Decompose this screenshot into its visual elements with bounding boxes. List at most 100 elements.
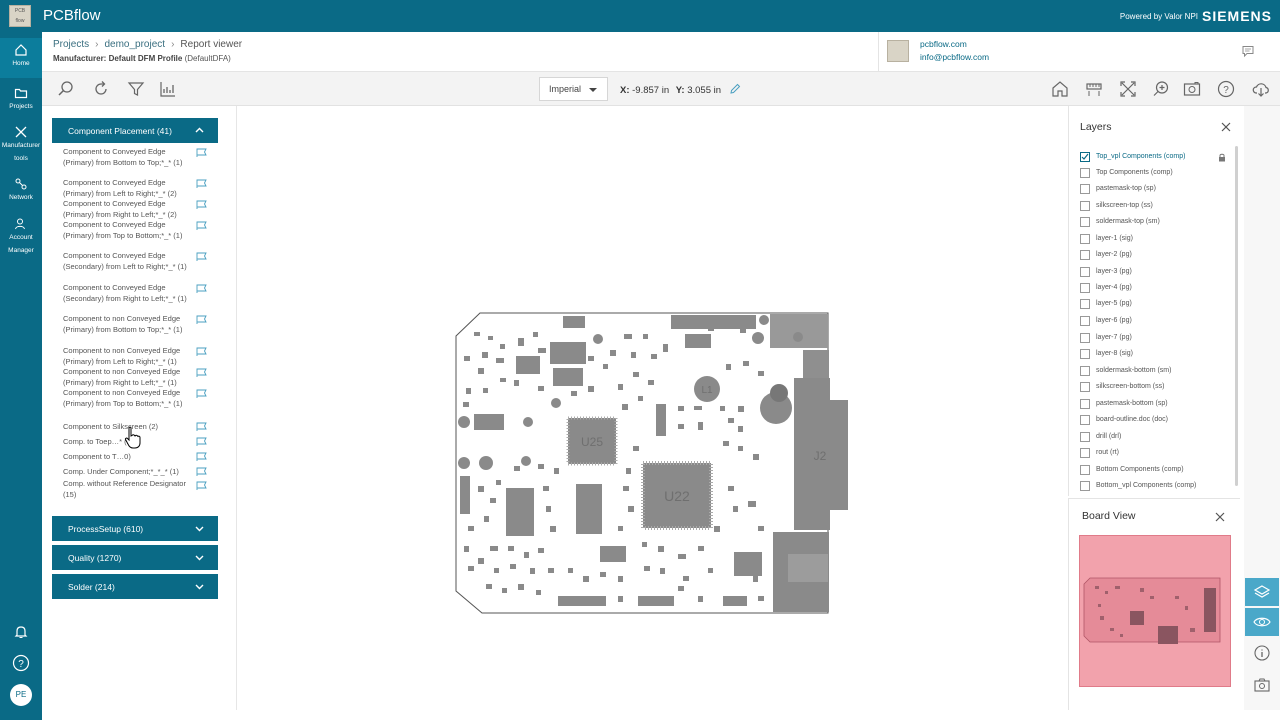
camera-button[interactable]	[1245, 671, 1279, 699]
info-button[interactable]	[1245, 639, 1279, 667]
flag-icon[interactable]	[196, 437, 208, 447]
flag-icon[interactable]	[196, 422, 208, 432]
rule-item[interactable]: Component to non Conveyed Edge (Primary)…	[63, 367, 181, 387]
flag-icon[interactable]	[196, 252, 208, 262]
flag-icon[interactable]	[196, 284, 208, 294]
cloud-download-icon[interactable]	[1252, 80, 1270, 98]
pcbflow-logo[interactable]: PCB flow	[9, 5, 31, 27]
rule-item[interactable]: Component to Conveyed Edge (Secondary) f…	[63, 283, 187, 303]
layer-checkbox[interactable]	[1080, 234, 1090, 244]
layer-checkbox[interactable]	[1080, 217, 1090, 227]
rule-item[interactable]: Comp. without Reference Designator (15)	[63, 479, 186, 499]
filter-icon[interactable]	[127, 80, 145, 98]
snapshot-icon[interactable]	[1183, 80, 1201, 98]
fit-to-screen-icon[interactable]	[1119, 80, 1137, 98]
help-circle-icon[interactable]: ?	[1217, 80, 1235, 98]
breadcrumb-demo-project[interactable]: demo_project	[104, 39, 166, 50]
flag-icon[interactable]	[196, 481, 208, 491]
layer-checkbox[interactable]	[1080, 382, 1090, 392]
pin-header[interactable]	[671, 315, 756, 329]
flag-icon[interactable]	[196, 179, 208, 189]
flag-icon[interactable]	[196, 315, 208, 325]
connector-j2[interactable]	[794, 378, 830, 530]
layer-checkbox[interactable]	[1080, 184, 1090, 194]
nav-account-manager[interactable]: Account Manager	[0, 214, 42, 258]
layers-toggle-button[interactable]	[1245, 578, 1279, 606]
rule-item[interactable]: Component to non Conveyed Edge (Primary)…	[63, 346, 181, 366]
pcb-board-view[interactable]: J2 U25 U22 L1	[238, 106, 1066, 710]
flag-icon[interactable]	[196, 368, 208, 378]
rule-item[interactable]: Comp. to Toep…* (1)	[63, 437, 134, 446]
rule-item[interactable]: Component to Conveyed Edge (Secondary) f…	[63, 251, 187, 271]
category-process-setup[interactable]: ProcessSetup (610)	[52, 516, 218, 541]
layer-checkbox[interactable]	[1080, 168, 1090, 178]
layer-checkbox[interactable]	[1080, 399, 1090, 409]
edit-pencil-icon[interactable]	[729, 83, 741, 95]
lock-icon[interactable]	[1218, 153, 1226, 162]
nav-home[interactable]: Home	[0, 38, 42, 78]
nav-projects[interactable]: Projects	[0, 82, 42, 116]
contact-email-link[interactable]: info@pcbflow.com	[920, 52, 990, 62]
rule-item[interactable]: Component to Silkscreen (2)	[63, 422, 159, 431]
zoom-in-icon[interactable]	[1152, 80, 1170, 98]
visibility-toggle-button[interactable]	[1245, 608, 1279, 636]
rule-item[interactable]: Comp. Under Component;*_*_* (1)	[63, 467, 179, 476]
layer-checkbox[interactable]	[1080, 250, 1090, 260]
chip-u25[interactable]	[566, 416, 618, 466]
chart-icon[interactable]	[159, 80, 177, 98]
layer-checkbox[interactable]	[1080, 465, 1090, 475]
layer-checkbox[interactable]	[1080, 481, 1090, 491]
layer-checkbox[interactable]	[1080, 283, 1090, 293]
board-thumbnail[interactable]	[1079, 535, 1231, 687]
unit-select[interactable]: Imperial	[539, 77, 608, 101]
chat-icon[interactable]	[1241, 44, 1255, 58]
close-icon[interactable]	[1221, 122, 1231, 132]
home-view-icon[interactable]	[1051, 80, 1069, 98]
layer-checkbox[interactable]	[1080, 349, 1090, 359]
header-block[interactable]	[770, 314, 828, 348]
layer-checkbox[interactable]	[1080, 415, 1090, 425]
rule-item[interactable]: Component to Conveyed Edge (Primary) fro…	[63, 178, 177, 198]
breadcrumb-projects[interactable]: Projects	[53, 39, 90, 50]
layer-checkbox[interactable]	[1080, 432, 1090, 442]
layer-checkbox[interactable]	[1080, 448, 1090, 458]
rule-item[interactable]: Component to non Conveyed Edge (Primary)…	[63, 388, 183, 408]
close-icon[interactable]	[1215, 512, 1225, 522]
nav-manufacturer-tools[interactable]: Manufacturer tools	[0, 122, 42, 168]
notifications-button[interactable]	[0, 620, 42, 646]
flag-icon[interactable]	[196, 467, 208, 477]
flag-icon[interactable]	[196, 452, 208, 462]
rule-item[interactable]: Component to Conveyed Edge (Primary) fro…	[63, 147, 183, 167]
layer-checkbox[interactable]	[1080, 299, 1090, 309]
layer-checkbox[interactable]	[1080, 333, 1090, 343]
search-icon[interactable]	[57, 80, 75, 98]
rule-item[interactable]: Component to T…0)	[63, 452, 131, 461]
layer-checkbox[interactable]	[1080, 267, 1090, 277]
layer-checkbox[interactable]	[1080, 201, 1090, 211]
flag-icon[interactable]	[196, 148, 208, 158]
flag-icon[interactable]	[196, 221, 208, 231]
user-avatar[interactable]: PE	[0, 684, 42, 712]
rule-item[interactable]: Component to non Conveyed Edge (Primary)…	[63, 314, 183, 334]
category-solder[interactable]: Solder (214)	[52, 574, 218, 599]
category-quality[interactable]: Quality (1270)	[52, 545, 218, 570]
eye-icon	[1253, 617, 1271, 627]
rule-item[interactable]: Component to Conveyed Edge (Primary) fro…	[63, 199, 177, 219]
layer-checkbox[interactable]	[1080, 316, 1090, 326]
rule-item[interactable]: Component to Conveyed Edge (Primary) fro…	[63, 220, 183, 240]
nav-network[interactable]: Network	[0, 174, 42, 208]
help-button[interactable]: ?	[0, 650, 42, 676]
measure-icon[interactable]	[1085, 80, 1103, 98]
category-component-placement[interactable]: Component Placement (41)	[52, 118, 218, 143]
chip-u22[interactable]	[641, 461, 713, 530]
pcb-canvas[interactable]: J2 U25 U22 L1	[238, 106, 1066, 710]
contact-website-link[interactable]: pcbflow.com	[920, 39, 967, 49]
inductor-l1[interactable]	[694, 376, 720, 402]
refresh-icon[interactable]	[92, 80, 110, 98]
flag-icon[interactable]	[196, 347, 208, 357]
flag-icon[interactable]	[196, 389, 208, 399]
layer-checkbox[interactable]	[1080, 152, 1090, 162]
layer-checkbox[interactable]	[1080, 366, 1090, 376]
layers-scrollbar[interactable]	[1235, 146, 1238, 486]
flag-icon[interactable]	[196, 200, 208, 210]
